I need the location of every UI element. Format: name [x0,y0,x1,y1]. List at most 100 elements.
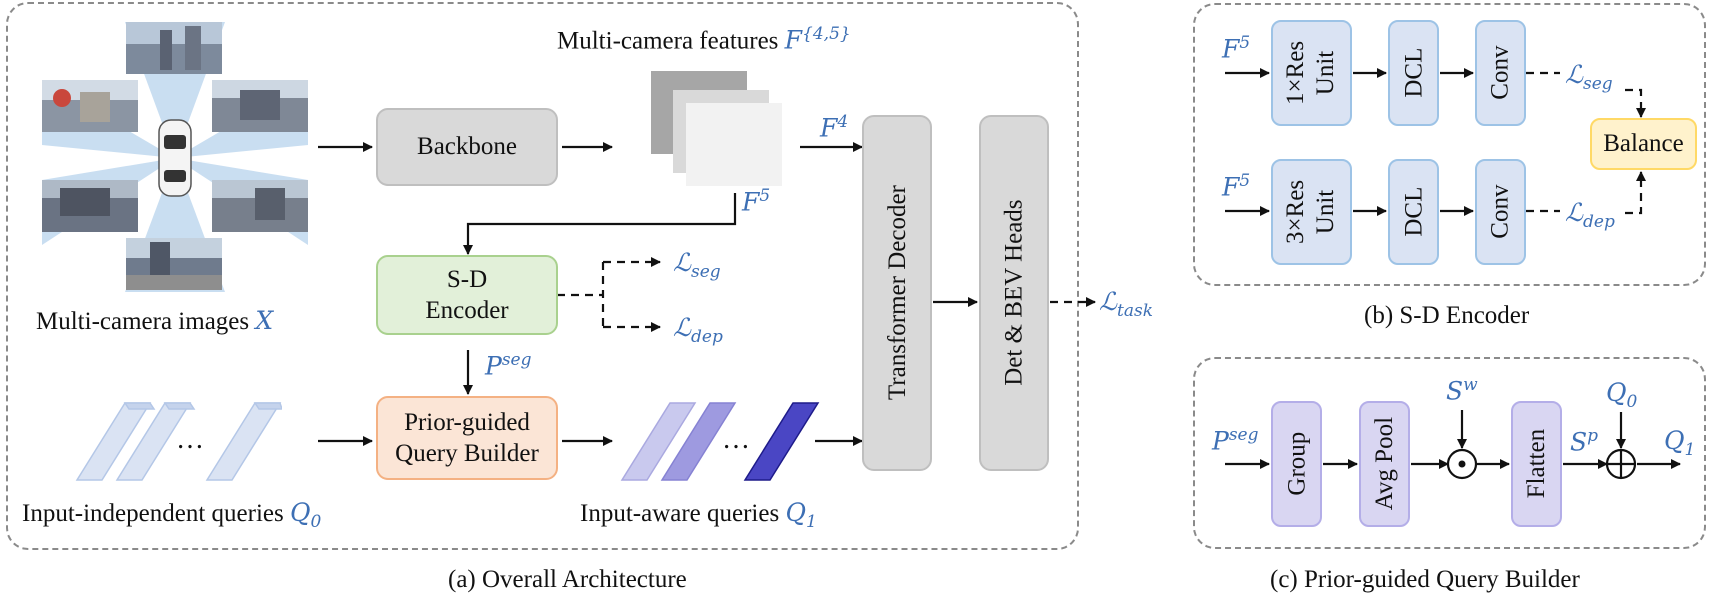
b-f5-top-sup: 5 [1239,33,1251,53]
loss-seg-label: ℒseg [673,248,721,282]
b-f5-bottom-base: F [1222,172,1240,202]
query-builder-block: Prior-guided Query Builder [376,396,558,480]
q1-label-text: Input-aware queries [580,500,786,527]
res-unit-1x-line2: Unit [1312,50,1340,96]
caption-overall-architecture: (a) Overall Architecture [448,566,687,593]
c-q1-sub: 1 [1684,440,1696,460]
ego-car-icon [158,119,192,197]
f4-symbol-base: F [820,113,838,143]
conv-bottom-label: Conv [1486,184,1514,240]
pseg-symbol-sup: seg [501,350,532,370]
loss-task-sub: task [1117,301,1154,321]
res-unit-1x-line1: 1×Res [1282,40,1310,106]
c-q0-base: Q [1606,378,1627,407]
balance-label: Balance [1603,130,1684,158]
f5-symbol-sup: 5 [759,186,771,206]
loss-seg-sub: seg [691,262,721,282]
query-builder-label-line2: Query Builder [395,440,539,467]
b-f5-bottom-sup: 5 [1239,171,1251,191]
features-symbol: F [784,25,803,55]
f4-symbol: F4 [820,112,848,142]
b-f5-bottom-symbol: F5 [1222,171,1250,201]
add-operator-icon [1605,448,1637,480]
camera-image-back-left [42,180,138,232]
sd-encoder-label-line2: Encoder [425,297,509,324]
flatten-label: Flatten [1522,429,1550,499]
avg-pool-block: Avg Pool [1359,401,1410,527]
camera-image-front-right [212,80,308,132]
res-unit-3x-block: 3×Res Unit [1271,159,1352,265]
dcl-top-block: DCL [1388,20,1439,126]
camera-image-back [126,238,222,290]
sp-sup: p [1587,426,1599,446]
sw-sup: w [1463,375,1478,395]
q1-subscript: 1 [805,512,817,532]
conv-top-block: Conv [1475,20,1526,126]
res-unit-3x-label: 3×Res Unit [1281,180,1341,244]
loss-dep-label: ℒdep [673,313,723,347]
c-pseg-symbol: Pseg [1212,425,1259,455]
transformer-decoder-label: Transformer Decoder [883,185,911,401]
sd-encoder-label-line1: S-D [446,265,488,293]
b-f5-top-symbol: F5 [1222,33,1250,63]
conv-bottom-block: Conv [1475,159,1526,265]
q0-symbol: Q [289,498,311,527]
q0-subscript: 0 [310,512,322,532]
c-pseg-sup: seg [1228,425,1259,445]
transformer-decoder-block: Transformer Decoder [862,115,932,471]
caption-query-builder: (c) Prior-guided Query Builder [1270,566,1580,593]
c-q1-base: Q [1664,426,1685,455]
images-symbol: X [255,306,274,335]
sw-base: S [1446,376,1464,406]
res-unit-3x-line2: Unit [1312,189,1340,235]
dcl-bottom-block: DCL [1388,159,1439,265]
camera-image-front-left [42,80,138,132]
det-bev-heads-label: Det & BEV Heads [1000,199,1028,387]
avg-pool-label: Avg Pool [1370,417,1398,511]
flatten-block: Flatten [1511,401,1562,527]
panel-query-builder [1193,357,1706,549]
input-independent-queries-label: Input-independent queries Q0 [22,498,321,532]
balance-block: Balance [1590,118,1697,170]
dcl-bottom-label: DCL [1399,187,1427,237]
camera-image-back-right [212,180,308,232]
b-loss-seg-base: ℒ [1565,60,1584,89]
sp-base: S [1570,427,1588,457]
loss-task-label: ℒtask [1099,287,1153,321]
det-bev-heads-block: Det & BEV Heads [979,115,1049,471]
query-builder-label-line1: Prior-guided [404,408,530,436]
b-loss-dep-label: ℒdep [1565,198,1615,232]
conv-top-label: Conv [1486,45,1514,101]
multi-camera-images-label: Multi-camera images X [36,306,273,336]
feature-map-front [686,103,782,186]
sp-symbol: Sp [1570,426,1598,456]
features-label-text: Multi-camera features [557,27,785,55]
dcl-top-label: DCL [1399,48,1427,98]
input-aware-queries-illustration [620,402,820,481]
c-q0-sub: 0 [1626,392,1638,412]
c-q1-symbol: Q1 [1664,426,1695,460]
b-loss-dep-base: ℒ [1565,198,1584,227]
f5-symbol-base: F [742,187,760,217]
queries-ellipsis-left: … [176,424,204,455]
res-unit-3x-line1: 3×Res [1282,179,1310,245]
b-f5-top-base: F [1222,34,1240,64]
q1-symbol: Q [785,498,806,527]
group-block: Group [1271,401,1322,527]
loss-dep-base: ℒ [673,313,692,342]
f4-symbol-sup: 4 [837,112,849,132]
backbone-block: Backbone [376,108,558,186]
res-unit-1x-block: 1×Res Unit [1271,20,1352,126]
loss-task-base: ℒ [1099,287,1118,316]
b-loss-seg-sub: seg [1583,74,1613,94]
caption-sd-encoder: (b) S-D Encoder [1364,302,1530,329]
c-pseg-base: P [1212,426,1229,456]
multi-camera-images-illustration [42,22,308,292]
multi-camera-features-label: Multi-camera features F{4,5} [557,24,851,55]
pseg-symbol-base: P [485,351,502,381]
panel-overall-architecture [6,2,1079,550]
input-aware-queries-label: Input-aware queries Q1 [580,498,817,532]
sw-symbol: Sw [1446,375,1478,405]
q0-label-text: Input-independent queries [22,500,290,527]
